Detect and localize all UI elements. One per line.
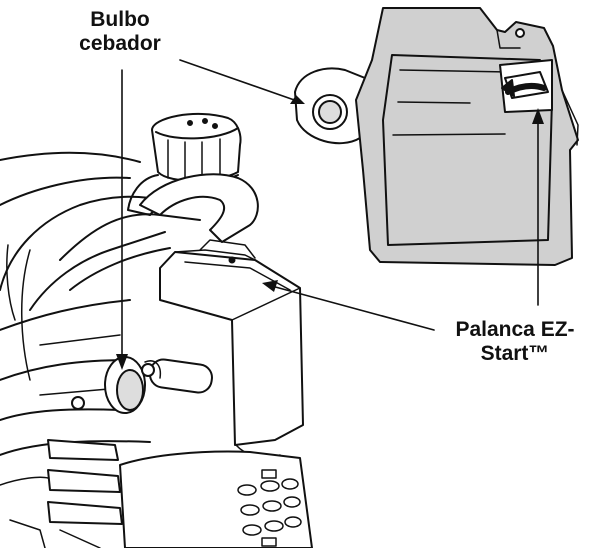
- ez-start-lever-label-line1: Palanca EZ-: [455, 318, 575, 341]
- leader-ezstart-main: [268, 285, 434, 330]
- ez-start-cover-inset: [295, 8, 578, 265]
- arrow-primer-inset: [290, 95, 305, 104]
- engine-housing: [0, 114, 312, 548]
- ez-start-lever-label-line2: Start™: [480, 342, 550, 365]
- primer-bulb-label-line2: cebador: [79, 32, 161, 55]
- primer-bulb-label-line1: Bulbo: [90, 8, 150, 31]
- primer-bulb-label: Bulbo cebador: [55, 8, 185, 56]
- arrow-primer-main: [116, 354, 128, 370]
- leader-primer-inset: [180, 60, 300, 102]
- ez-start-lever-label: Palanca EZ- Start™: [430, 318, 600, 366]
- arrow-ezstart-inset: [532, 108, 544, 124]
- leader-lines: [122, 60, 538, 362]
- arrow-ezstart-main: [262, 280, 278, 292]
- arrowheads: [116, 95, 544, 370]
